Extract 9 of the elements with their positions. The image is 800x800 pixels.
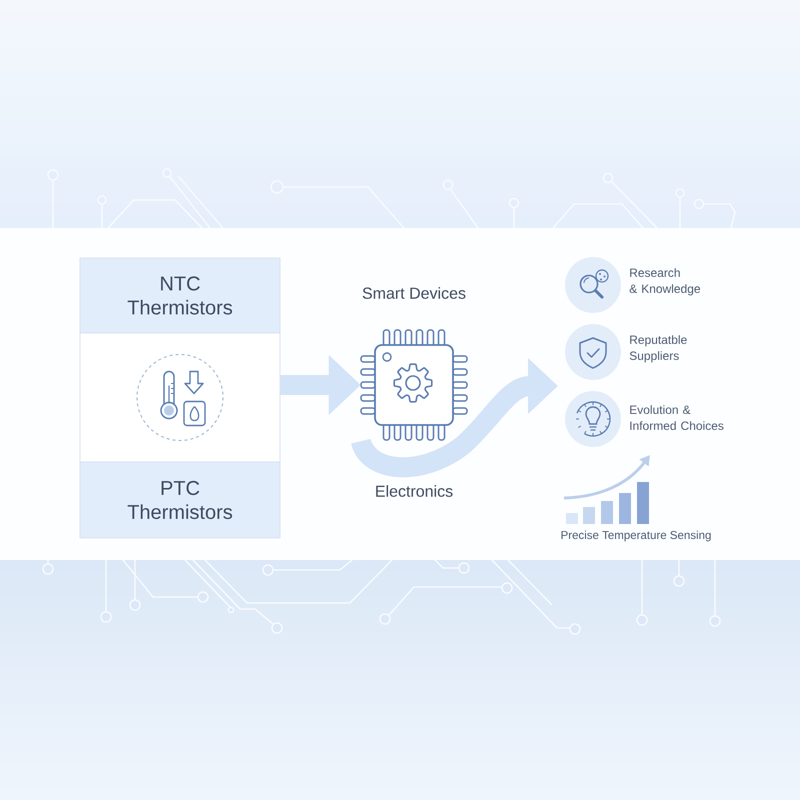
chip-icon [360,329,468,441]
feature-label: Reputatble Suppliers [630,335,687,362]
feature-label: Research & Knowledge [630,268,700,296]
chart-caption: Precise Temperature Sensing [562,530,711,542]
node-caption: Smart Devices [362,287,466,299]
node-caption: Electronics [376,485,453,497]
heading-cell: PTC Thermistors [80,462,280,538]
feature-label: Evolution & Informed Choices [630,405,724,430]
heading-cell: NTC Thermistors [80,258,280,334]
